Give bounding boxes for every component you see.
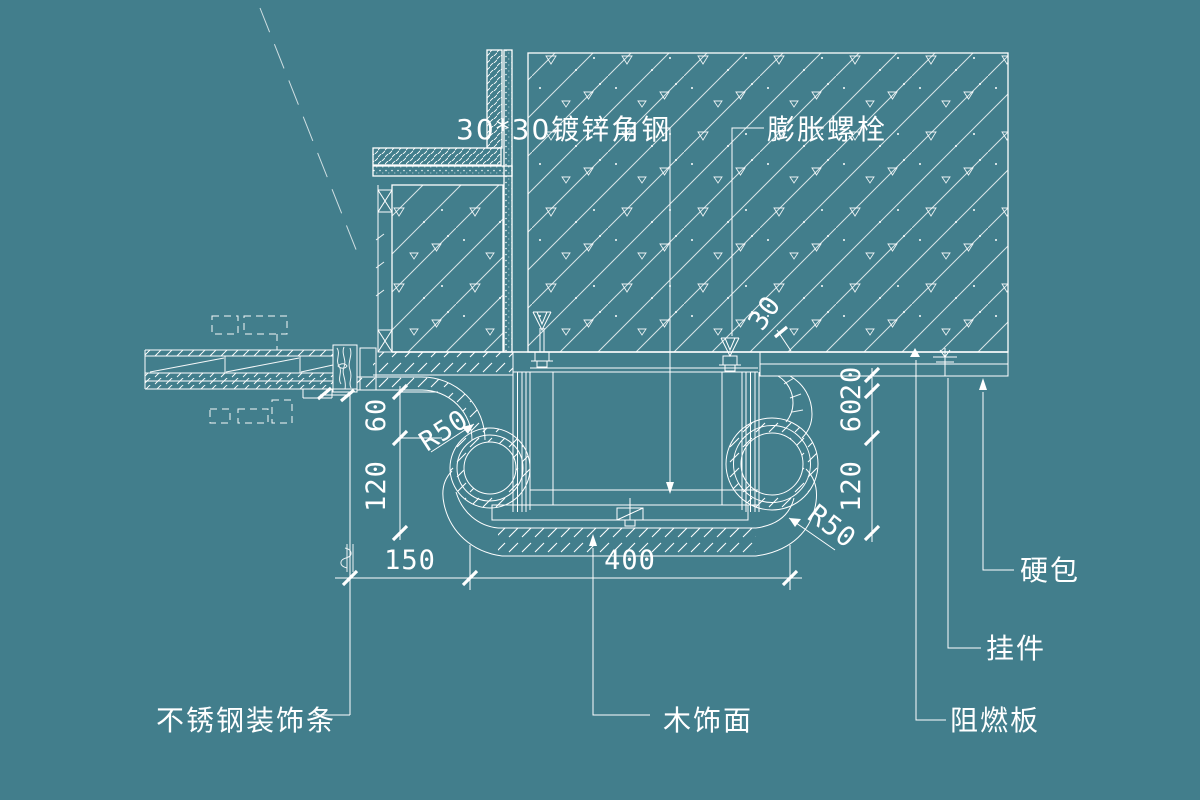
dim-left-120: 120 — [361, 460, 392, 512]
dim-right-60: 60 — [836, 398, 867, 433]
hanger-clip — [910, 348, 957, 376]
label-wood-veneer: 木饰面 — [663, 704, 753, 737]
curved-panel-returns — [357, 375, 819, 557]
callout-labels: 30*30镀锌角钢 膨胀螺栓 硬包 挂件 阻燃板 不锈钢装饰条 木饰面 — [156, 113, 1080, 737]
expansion-bolt-right — [719, 337, 741, 372]
label-expansion-bolt: 膨胀螺栓 — [767, 113, 887, 146]
leader-lines — [313, 127, 1014, 721]
trim-junction — [302, 344, 377, 403]
label-hanger: 挂件 — [986, 632, 1046, 665]
dim-right-20: 20 — [836, 366, 867, 401]
hidden-channels — [209, 315, 293, 424]
expansion-bolt-left — [531, 311, 553, 368]
dimension-left-chain: 60 120 — [361, 383, 442, 542]
dimension-right-chain: 20 60 120 — [836, 366, 881, 542]
label-flame-retardant-board: 阻燃板 — [950, 704, 1040, 737]
wall-panel-left — [144, 345, 357, 392]
break-line — [259, 7, 358, 253]
backing-boards — [373, 351, 1009, 377]
label-angle-steel: 30*30镀锌角钢 — [456, 113, 671, 146]
dimension-bottom: 150 400 — [335, 544, 802, 590]
dim-left-60: 60 — [361, 398, 392, 433]
label-stainless-steel-trim: 不锈钢装饰条 — [156, 704, 336, 737]
dim-right-120: 120 — [836, 460, 867, 512]
label-hard-panel: 硬包 — [1020, 554, 1080, 587]
dim-150: 150 — [384, 545, 436, 576]
dim-400: 400 — [604, 545, 656, 576]
